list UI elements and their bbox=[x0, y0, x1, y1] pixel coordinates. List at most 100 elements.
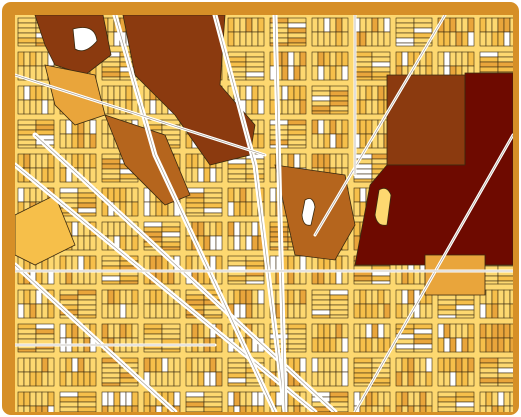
parcel[interactable] bbox=[491, 31, 499, 47]
parcel[interactable] bbox=[293, 153, 301, 169]
parcel[interactable] bbox=[155, 201, 163, 217]
parcel[interactable] bbox=[107, 221, 115, 237]
parcel[interactable] bbox=[125, 391, 133, 407]
parcel[interactable] bbox=[101, 163, 121, 170]
parcel[interactable] bbox=[143, 289, 151, 305]
parcel[interactable] bbox=[323, 51, 331, 67]
parcel[interactable] bbox=[335, 51, 343, 67]
parcel[interactable] bbox=[479, 323, 487, 339]
parcel[interactable] bbox=[77, 304, 97, 311]
parcel[interactable] bbox=[419, 303, 427, 319]
parcel[interactable] bbox=[125, 405, 133, 412]
parcel[interactable] bbox=[353, 201, 361, 217]
parcel[interactable] bbox=[101, 289, 109, 305]
parcel[interactable] bbox=[395, 32, 415, 39]
parcel[interactable] bbox=[113, 405, 121, 412]
parcel[interactable] bbox=[59, 357, 67, 373]
parcel[interactable] bbox=[479, 382, 499, 387]
parcel[interactable] bbox=[311, 294, 331, 301]
parcel[interactable] bbox=[437, 294, 457, 301]
parcel[interactable] bbox=[323, 133, 331, 149]
parcel[interactable] bbox=[59, 396, 79, 403]
parcel[interactable] bbox=[371, 56, 391, 63]
parcel[interactable] bbox=[239, 391, 247, 407]
parcel[interactable] bbox=[257, 119, 265, 135]
parcel[interactable] bbox=[227, 362, 247, 369]
parcel[interactable] bbox=[377, 303, 385, 319]
parcel[interactable] bbox=[485, 303, 493, 319]
parcel[interactable] bbox=[287, 144, 307, 149]
parcel[interactable] bbox=[329, 401, 349, 408]
parcel[interactable] bbox=[209, 255, 217, 271]
parcel[interactable] bbox=[257, 405, 265, 412]
parcel[interactable] bbox=[455, 299, 475, 306]
parcel[interactable] bbox=[257, 289, 265, 305]
parcel[interactable] bbox=[191, 357, 199, 373]
parcel[interactable] bbox=[257, 17, 265, 33]
parcel[interactable] bbox=[125, 303, 133, 319]
parcel[interactable] bbox=[71, 133, 79, 149]
parcel[interactable] bbox=[119, 405, 127, 412]
parcel[interactable] bbox=[143, 348, 163, 353]
parcel[interactable] bbox=[371, 337, 379, 353]
parcel[interactable] bbox=[497, 323, 505, 339]
parcel[interactable] bbox=[71, 357, 79, 373]
parcel[interactable] bbox=[77, 406, 97, 412]
parcel[interactable] bbox=[311, 105, 331, 112]
parcel[interactable] bbox=[455, 396, 475, 403]
parcel[interactable] bbox=[437, 309, 457, 316]
parcel[interactable] bbox=[113, 303, 121, 319]
parcel[interactable] bbox=[341, 65, 349, 81]
parcel[interactable] bbox=[29, 99, 37, 115]
parcel[interactable] bbox=[17, 51, 25, 67]
parcel[interactable] bbox=[497, 61, 513, 68]
parcel[interactable] bbox=[161, 348, 181, 353]
parcel[interactable] bbox=[203, 187, 223, 194]
parcel[interactable] bbox=[203, 235, 211, 251]
parcel[interactable] bbox=[353, 323, 361, 339]
parcel[interactable] bbox=[239, 85, 247, 101]
parcel[interactable] bbox=[299, 153, 307, 169]
parcel[interactable] bbox=[353, 178, 373, 183]
parcel[interactable] bbox=[35, 333, 55, 340]
parcel[interactable] bbox=[17, 144, 37, 149]
parcel[interactable] bbox=[191, 371, 199, 387]
parcel[interactable] bbox=[509, 17, 513, 33]
parcel[interactable] bbox=[455, 391, 475, 398]
parcel[interactable] bbox=[377, 405, 385, 412]
parcel[interactable] bbox=[101, 391, 109, 407]
parcel[interactable] bbox=[161, 129, 181, 136]
parcel[interactable] bbox=[371, 357, 391, 364]
parcel[interactable] bbox=[413, 371, 421, 387]
parcel[interactable] bbox=[323, 337, 331, 353]
parcel[interactable] bbox=[59, 294, 79, 301]
parcel[interactable] bbox=[101, 377, 121, 384]
parcel[interactable] bbox=[257, 391, 265, 407]
parcel[interactable] bbox=[371, 51, 391, 58]
parcel[interactable] bbox=[245, 235, 253, 251]
parcel[interactable] bbox=[17, 42, 37, 47]
parcel[interactable] bbox=[323, 31, 331, 47]
parcel[interactable] bbox=[35, 153, 43, 169]
parcel[interactable] bbox=[299, 85, 307, 101]
parcel[interactable] bbox=[485, 31, 493, 47]
parcel[interactable] bbox=[461, 371, 469, 387]
parcel[interactable] bbox=[365, 99, 373, 115]
parcel[interactable] bbox=[245, 280, 265, 285]
parcel[interactable] bbox=[479, 51, 499, 58]
parcel[interactable] bbox=[35, 99, 43, 115]
parcel[interactable] bbox=[35, 391, 43, 407]
parcel[interactable] bbox=[197, 167, 205, 183]
parcel[interactable] bbox=[335, 357, 343, 373]
parcel[interactable] bbox=[497, 280, 513, 285]
parcel[interactable] bbox=[383, 391, 391, 407]
parcel[interactable] bbox=[227, 255, 247, 262]
parcel[interactable] bbox=[101, 66, 121, 73]
parcel[interactable] bbox=[443, 337, 451, 353]
parcel[interactable] bbox=[17, 289, 25, 305]
parcel[interactable] bbox=[401, 357, 409, 373]
parcel[interactable] bbox=[35, 129, 55, 136]
parcel[interactable] bbox=[395, 348, 415, 353]
parcel[interactable] bbox=[17, 119, 37, 126]
parcel[interactable] bbox=[203, 192, 223, 199]
